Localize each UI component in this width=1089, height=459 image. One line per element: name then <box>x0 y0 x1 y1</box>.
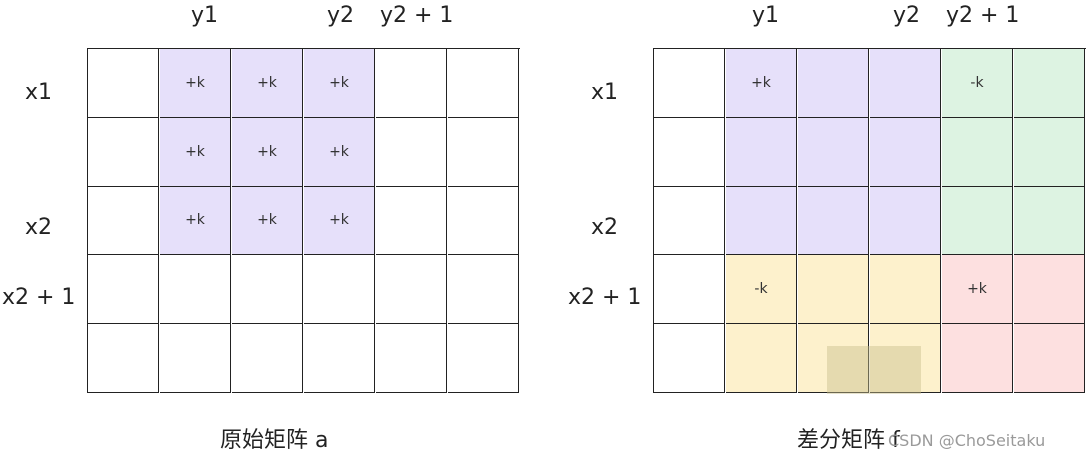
grid-cell: +k <box>942 255 1013 325</box>
difference-matrix-caption: 差分矩阵 f <box>797 428 900 453</box>
grid-cell: +k <box>232 49 303 118</box>
grid-cell <box>942 186 1013 256</box>
grid-cell <box>870 324 941 393</box>
original-matrix-grid: +k +k +k +k +k +k +k +k +k <box>87 48 520 393</box>
grid-cell <box>870 49 941 118</box>
left-row-label-x2-plus-1: x2 + 1 <box>2 285 76 310</box>
grid-cell <box>304 324 375 393</box>
left-row-label-x1: x1 <box>24 80 52 105</box>
grid-cell: +k <box>304 49 375 118</box>
grid-cell <box>726 117 797 187</box>
grid-cell <box>1014 324 1085 393</box>
watermark: CSDN @ChoSeitaku <box>888 431 1046 450</box>
grid-cell <box>798 324 869 393</box>
left-col-label-y1: y1 <box>191 3 219 28</box>
left-row-label-x2: x2 <box>24 215 52 240</box>
left-col-label-y2: y2 <box>327 3 355 28</box>
grid-cell: +k <box>304 186 375 256</box>
grid-cell <box>448 117 519 187</box>
grid-cell <box>232 324 303 393</box>
grid-cell <box>376 186 447 256</box>
grid-cell <box>448 255 519 325</box>
grid-cell: +k <box>232 117 303 187</box>
grid-cell: +k <box>160 117 231 187</box>
right-row-label-x1: x1 <box>590 80 618 105</box>
right-row-label-x2: x2 <box>590 215 618 240</box>
grid-cell <box>232 255 303 325</box>
grid-cell <box>942 324 1013 393</box>
grid-cell <box>88 255 159 325</box>
grid-cell <box>654 186 725 256</box>
grid-cell <box>654 255 725 325</box>
original-matrix-caption: 原始矩阵 a <box>220 428 329 453</box>
grid-cell <box>376 117 447 187</box>
grid-cell <box>1014 117 1085 187</box>
grid-cell <box>798 186 869 256</box>
difference-matrix-grid: +k -k -k +k <box>653 48 1086 393</box>
grid-cell <box>798 49 869 118</box>
grid-cell: +k <box>160 186 231 256</box>
grid-cell <box>726 186 797 256</box>
grid-cell: +k <box>232 186 303 256</box>
grid-cell <box>870 117 941 187</box>
grid-cell <box>88 117 159 187</box>
grid-cell <box>870 186 941 256</box>
grid-cell <box>376 49 447 118</box>
grid-cell <box>1014 255 1085 325</box>
left-col-label-y2-plus-1: y2 + 1 <box>380 3 454 28</box>
grid-cell <box>88 49 159 118</box>
right-row-label-x2-plus-1: x2 + 1 <box>568 285 642 310</box>
right-col-label-y1: y1 <box>752 3 780 28</box>
grid-cell <box>160 255 231 325</box>
grid-cell <box>942 117 1013 187</box>
grid-cell <box>654 117 725 187</box>
grid-cell: +k <box>160 49 231 118</box>
grid-cell <box>1014 186 1085 256</box>
grid-cell <box>654 49 725 118</box>
grid-cell <box>448 324 519 393</box>
grid-cell <box>448 49 519 118</box>
grid-cell <box>1014 49 1085 118</box>
grid-cell: +k <box>304 117 375 187</box>
grid-cell <box>88 324 159 393</box>
grid-cell <box>376 255 447 325</box>
right-col-label-y2-plus-1: y2 + 1 <box>946 3 1020 28</box>
overlay-highlight <box>827 346 921 394</box>
grid-cell: -k <box>726 255 797 325</box>
grid-cell <box>304 255 375 325</box>
grid-cell <box>88 186 159 256</box>
grid-cell: +k <box>726 49 797 118</box>
grid-cell <box>376 324 447 393</box>
right-col-label-y2: y2 <box>893 3 921 28</box>
grid-cell <box>160 324 231 393</box>
grid-cell <box>654 324 725 393</box>
grid-cell <box>798 117 869 187</box>
grid-cell <box>870 255 941 325</box>
grid-cell: -k <box>942 49 1013 118</box>
grid-cell <box>798 255 869 325</box>
grid-cell <box>726 324 797 393</box>
grid-cell <box>448 186 519 256</box>
